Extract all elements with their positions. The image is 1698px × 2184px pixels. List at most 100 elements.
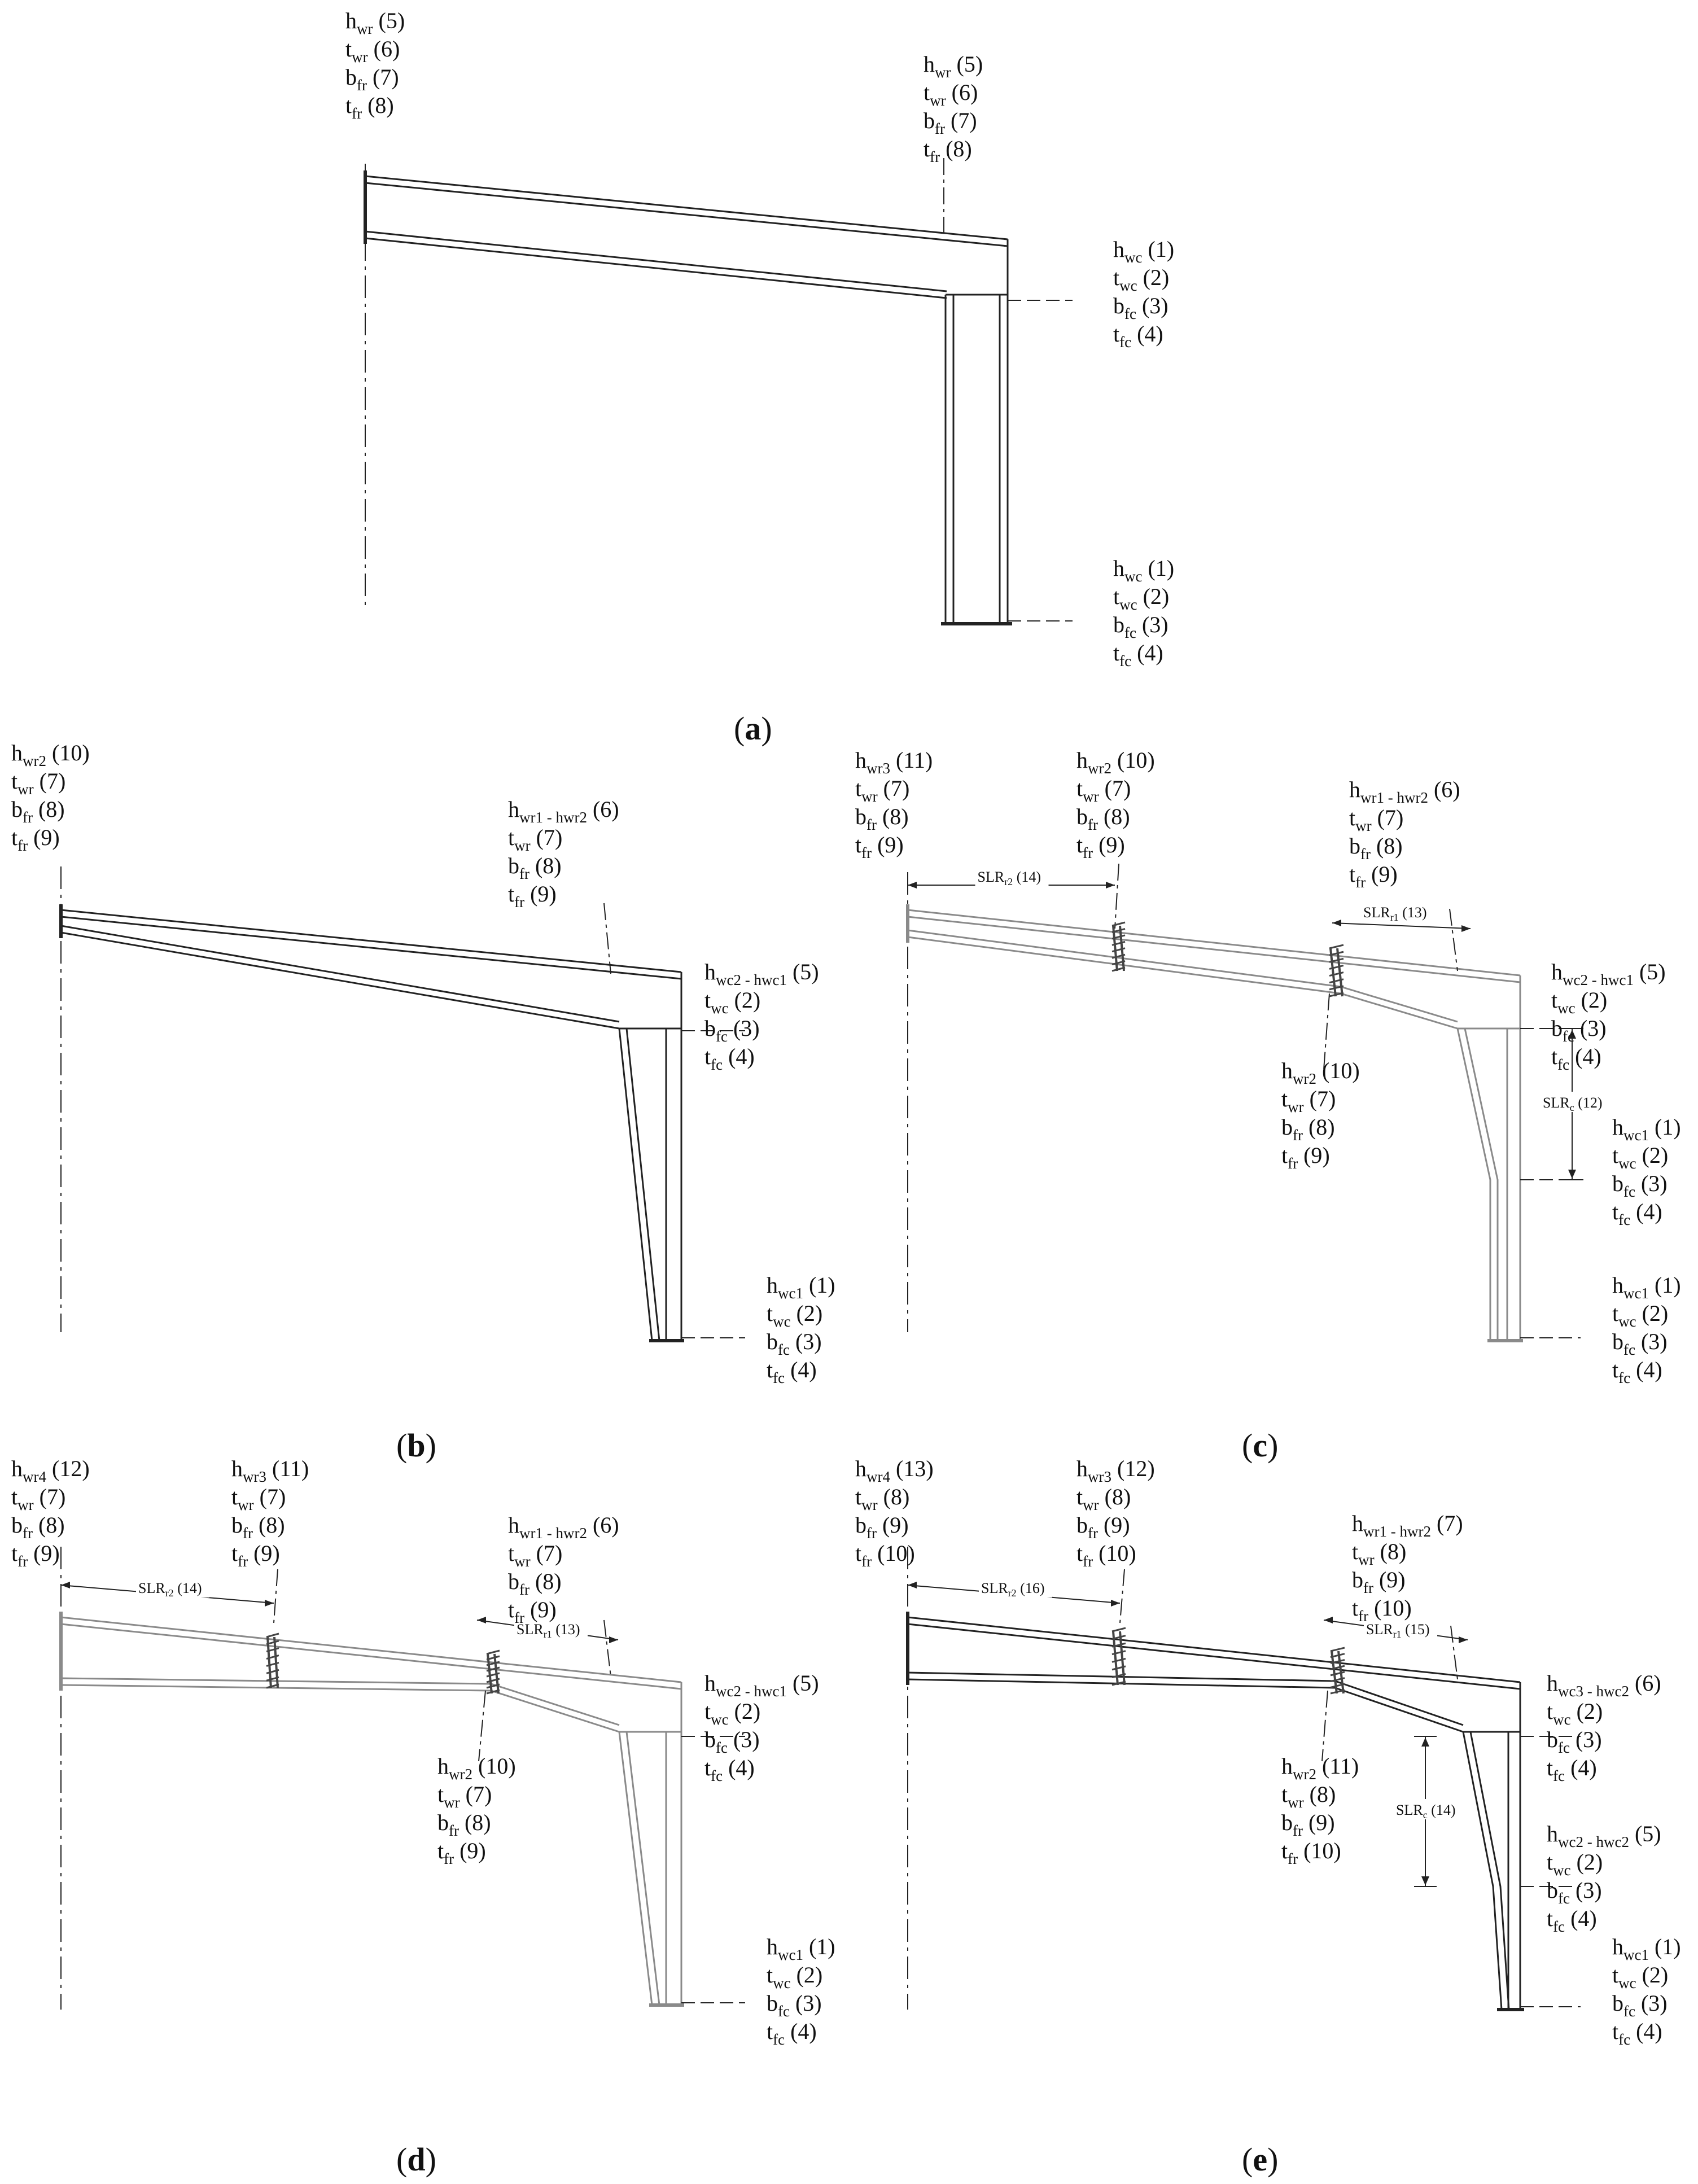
splice-line [1331, 1651, 1338, 1694]
splice-line [1119, 925, 1125, 971]
parameter-label: twr (7) [1349, 805, 1403, 834]
label-block: hwr1 - hwr2 (7)twr (8)bfr (9)tfr (10) [1352, 1511, 1463, 1625]
column-outer-flange-inner [625, 1731, 660, 2006]
arrow-head [1332, 920, 1341, 926]
arrow-head [1568, 1030, 1576, 1039]
dimension-label: SLRr2 (14) [978, 869, 1041, 887]
splice-hatch [1111, 921, 1126, 927]
parameter-label: bfr (8) [11, 1512, 65, 1542]
dimension-label-bg [979, 1579, 1052, 1597]
caption-b: (b) [396, 1427, 436, 1464]
section-line [273, 1569, 278, 1623]
column-outer-flange-inner [625, 1028, 660, 1341]
splice-line [1112, 1631, 1119, 1686]
label-block: hwc (1)twc (2)bfc (3)tfc (4) [1113, 237, 1174, 351]
caption-e: (e) [1242, 2141, 1278, 2178]
arrow-head [477, 1617, 486, 1623]
label-block: hwc2 - hwc1 (5)twc (2)bfc (3)tfc (4) [1551, 959, 1666, 1073]
dimension-label-bg [1541, 1092, 1603, 1112]
splice-hatch [266, 1632, 279, 1638]
parameter-label: bfr (8) [11, 796, 65, 826]
parameter-label: tfr (8) [345, 93, 394, 122]
label-block: hwc1 (1)twc (2)bfc (3)tfc (4) [1612, 1114, 1681, 1228]
beam-bottom-flange [60, 931, 620, 1030]
arrow-head [1111, 1600, 1120, 1607]
section-line [478, 1690, 486, 1762]
parameter-label: twc (2) [1547, 1849, 1603, 1879]
parameter-label: bfr (8) [1076, 804, 1130, 833]
parameter-label: tfr (10) [855, 1540, 915, 1570]
parameter-label: bfc (3) [767, 1329, 822, 1358]
arrow-head [1421, 1737, 1429, 1747]
figure-d: SLRr2 (14)SLRr1 (13)hwr4 (12)twr (7)bfr … [11, 1456, 835, 2048]
parameter-label: twr (7) [1281, 1086, 1336, 1115]
section-line [603, 903, 611, 974]
parameter-label: twr (7) [437, 1782, 492, 1811]
parameter-label: twc (2) [767, 1301, 822, 1330]
splice-line [487, 1653, 493, 1694]
arrow-head [61, 1582, 70, 1588]
parameter-label: hwr1 - hwr2 (6) [1349, 777, 1460, 806]
parameter-label: tfc (4) [1612, 1357, 1662, 1386]
parameter-label: bfc (3) [1113, 612, 1169, 641]
column-outer-flange [618, 1028, 653, 1341]
parameter-label: tfc (4) [1551, 1044, 1601, 1073]
label-block: hwc1 (1)twc (2)bfc (3)tfc (4) [767, 1272, 835, 1386]
parameter-label: twr (8) [1281, 1782, 1336, 1811]
label-block: hwr2 (10)twr (7)bfr (8)tfr (9) [1281, 1058, 1360, 1172]
dimension-label-bg [1364, 1621, 1437, 1639]
section-line [1321, 1690, 1328, 1762]
parameter-label: twc (2) [1551, 987, 1607, 1017]
parameter-label: twc (2) [1612, 1962, 1668, 1992]
parameter-label: tfr (9) [231, 1540, 280, 1570]
beam-top-flange-inner [907, 916, 1521, 983]
section-line [603, 1620, 611, 1677]
splice-hatch [1330, 1647, 1345, 1652]
parameter-label: tfc (4) [1113, 321, 1163, 351]
parameter-label: hwr3 (12) [1076, 1456, 1155, 1485]
beam-top-flange-inner [60, 916, 682, 980]
beam-bottom-flange-inner [907, 929, 1458, 1023]
splice-line [273, 1636, 279, 1688]
dimension-label-bg [1361, 904, 1434, 922]
parameter-label: tfc (4) [1612, 2019, 1662, 2048]
parameter-label: tfr (8) [924, 136, 972, 165]
beam-top-flange [907, 1616, 1521, 1683]
caption-c: (c) [1242, 1427, 1278, 1464]
parameter-label: tfr (10) [1281, 1838, 1341, 1867]
section-line [1323, 993, 1330, 1070]
dimension-label-bg [975, 868, 1049, 886]
arrow-head [1568, 1170, 1576, 1179]
parameter-label: hwc2 - hwc2 (5) [1547, 1821, 1661, 1850]
parameter-label: tfc (4) [1612, 1199, 1662, 1228]
parameter-label: bfr (7) [345, 64, 399, 94]
parameter-label: hwr (5) [345, 8, 405, 37]
parameter-label: hwc3 - hwc2 (6) [1547, 1670, 1661, 1700]
parameter-label: hwc1 (1) [767, 1934, 835, 1963]
parameter-label: hwr4 (12) [11, 1456, 90, 1485]
parameter-label: hwc (1) [1113, 555, 1174, 585]
parameter-label: twc (2) [1113, 584, 1169, 613]
splice-line [1119, 1631, 1126, 1686]
parameter-label: hwc2 - hwc1 (5) [704, 959, 819, 988]
caption-d: (d) [396, 2141, 436, 2178]
parameter-label: hwr1 - hwr2 (7) [1352, 1511, 1463, 1540]
label-block: hwr1 - hwr2 (6)twr (7)bfr (8)tfr (9) [508, 1512, 619, 1626]
dimension-label-bg [1394, 1799, 1456, 1819]
label-block: hwr3 (11)twr (7)bfr (8)tfr (9) [855, 747, 933, 861]
caption-a: (a) [734, 710, 772, 747]
parameter-label: twc (2) [1612, 1143, 1668, 1172]
parameter-label: twc (2) [1113, 265, 1169, 294]
parameter-label: twr (6) [924, 80, 978, 109]
parameter-label: tfr (9) [437, 1838, 486, 1867]
parameter-label: bfr (9) [1281, 1810, 1335, 1839]
parameter-label: twr (7) [855, 776, 909, 805]
parameter-label: tfc (4) [767, 2019, 817, 2048]
parameter-label: hwc1 (1) [1612, 1114, 1681, 1144]
parameter-label: twr (8) [1076, 1484, 1131, 1513]
parameter-label: twc (2) [704, 987, 760, 1017]
arrow-head [1324, 1617, 1333, 1623]
label-block: hwc1 (1)twc (2)bfc (3)tfc (4) [1612, 1272, 1681, 1386]
parameter-label: bfc (3) [1547, 1877, 1602, 1907]
column-outer-flange-inner [1464, 1028, 1499, 1341]
